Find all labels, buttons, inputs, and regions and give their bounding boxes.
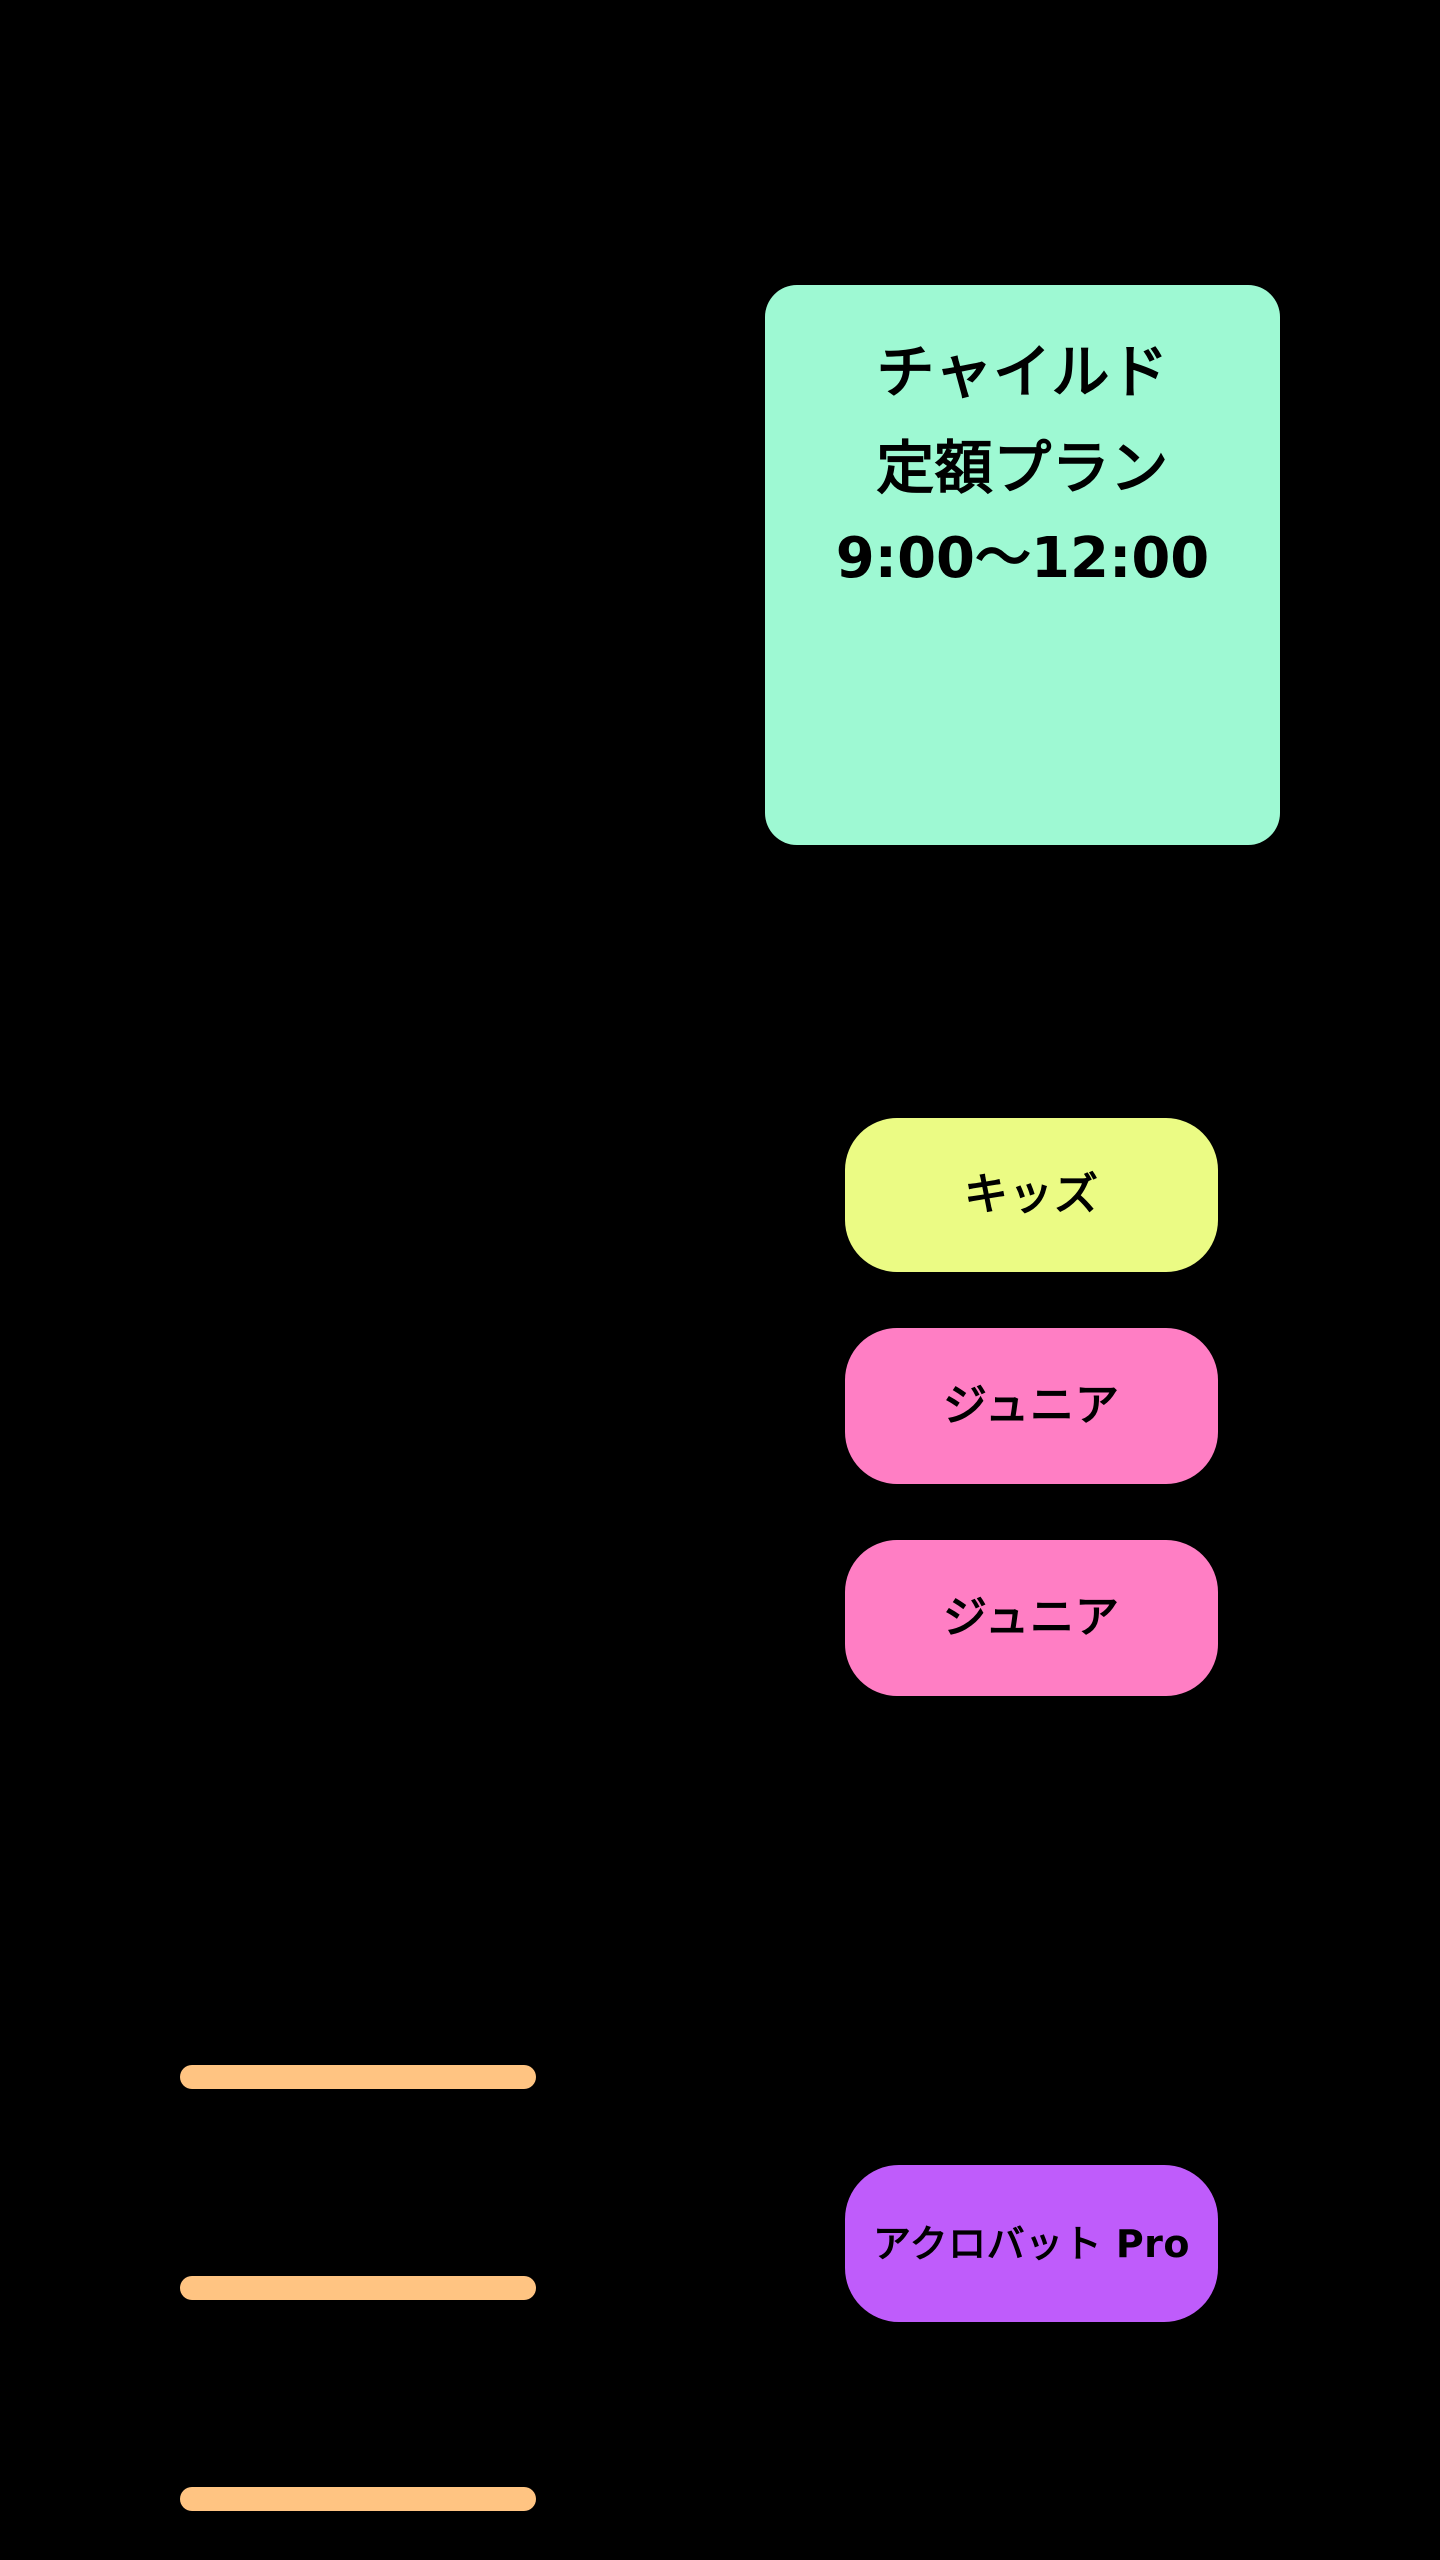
pill-acrobat-pro[interactable]: アクロバット Pro (845, 2165, 1218, 2322)
pill-junior-first-label: ジュニア (943, 1380, 1120, 1431)
divider-bar-3 (180, 2487, 536, 2511)
pill-junior-second-label: ジュニア (943, 1592, 1120, 1643)
pill-kids[interactable]: キッズ (845, 1118, 1218, 1272)
plan-card-title: チャイルド (876, 338, 1169, 406)
divider-bar-2 (180, 2276, 536, 2300)
pill-acrobat-pro-label: アクロバット Pro (872, 2221, 1191, 2266)
divider-bar-1 (180, 2065, 536, 2089)
pill-junior-first[interactable]: ジュニア (845, 1328, 1218, 1484)
pill-kids-label: キッズ (964, 1169, 1099, 1220)
pill-junior-second[interactable]: ジュニア (845, 1540, 1218, 1696)
plan-card-subtitle: 定額プラン (876, 434, 1169, 502)
plan-card-child[interactable]: チャイルド 定額プラン 9:00〜12:00 (765, 285, 1280, 845)
plan-card-time-range: 9:00〜12:00 (835, 526, 1210, 591)
